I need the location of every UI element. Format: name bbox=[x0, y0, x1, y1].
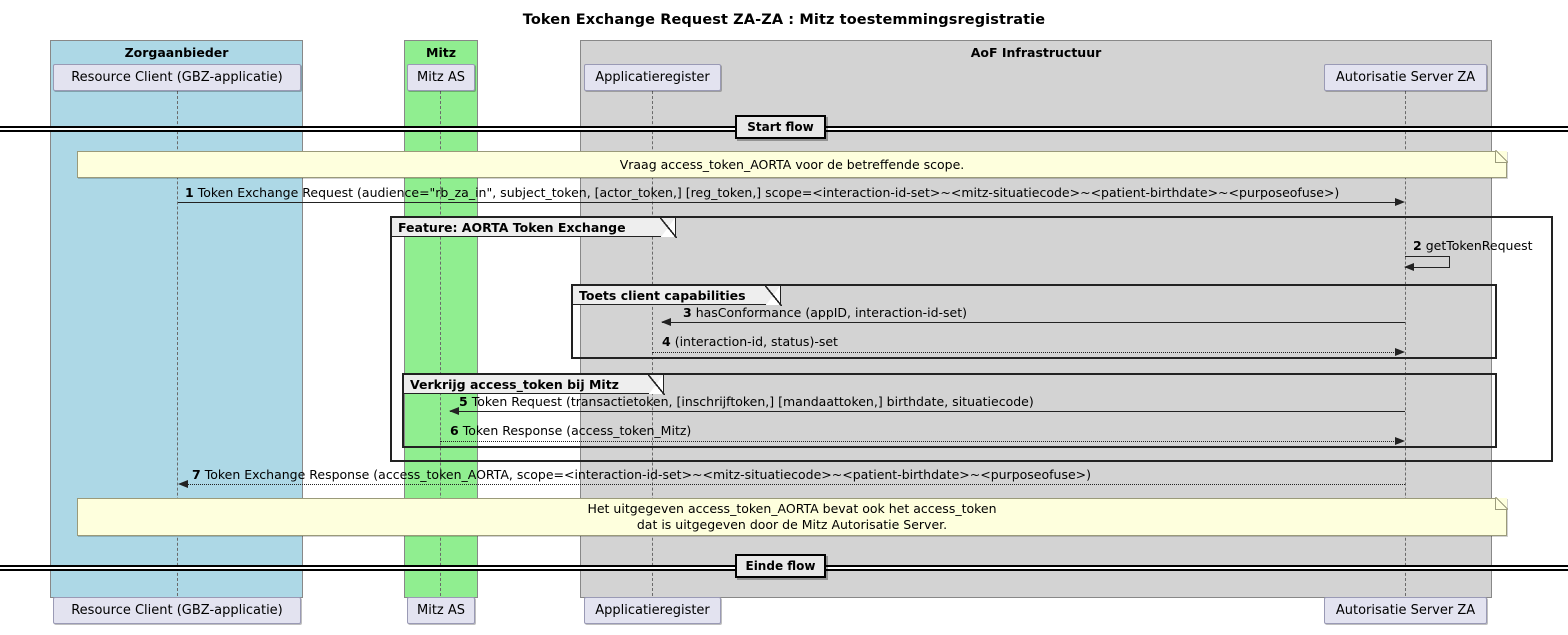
message-5-arrowhead-icon bbox=[449, 406, 459, 415]
message-6-text: Token Response (access_token_Mitz) bbox=[462, 423, 692, 438]
note-uitgegeven-access-token: Het uitgegeven access_token_AORTA bevat … bbox=[77, 498, 1507, 536]
message-4-label: 4 (interaction-id, status)-set bbox=[662, 334, 838, 349]
fragment-verkrijg-access-token bbox=[402, 373, 1497, 448]
lifeline-applicatieregister bbox=[652, 91, 653, 596]
participant-box-resource-client-top[interactable]: Resource Client (GBZ-applicatie) bbox=[53, 64, 301, 91]
message-2-text: getTokenRequest bbox=[1425, 238, 1533, 253]
message-4-arrow bbox=[652, 352, 1396, 353]
fragment-verkrijg-access-token-tab: Verkrijg access_token bij Mitz bbox=[404, 374, 665, 395]
fragment-aorta-token-exchange bbox=[390, 216, 1553, 462]
divider-start-flow: Start flow bbox=[735, 115, 826, 139]
message-2-self-loop bbox=[1405, 256, 1450, 268]
note-vraag-access-token: Vraag access_token_AORTA voor de betreff… bbox=[77, 151, 1507, 178]
participant-label-resource-client: Resource Client (GBZ-applicatie) bbox=[71, 70, 283, 85]
message-1-arrowhead-icon bbox=[1395, 197, 1405, 206]
group-label-zorgaanbieder: Zorgaanbieder bbox=[124, 45, 229, 60]
note-fold-icon-2 bbox=[1495, 497, 1508, 510]
participant-box-autorisatie-server-za-top[interactable]: Autorisatie Server ZA bbox=[1324, 64, 1487, 91]
note-uitgegeven-access-token-text: Het uitgegeven access_token_AORTA bevat … bbox=[587, 501, 997, 532]
group-label-aof: AoF Infrastructuur bbox=[970, 45, 1102, 60]
message-5-text: Token Request (transactietoken, [inschri… bbox=[471, 394, 1034, 409]
fragment-toets-client-capabilities bbox=[571, 284, 1497, 359]
message-3-label: 3 hasConformance (appID, interaction-id-… bbox=[683, 305, 967, 320]
message-2-label: 2 getTokenRequest bbox=[1413, 238, 1533, 253]
message-7-arrow bbox=[187, 484, 1405, 485]
fragment-tab-corner-icon-2 bbox=[765, 285, 782, 306]
fragment-toets-client-capabilities-label: Toets client capabilities bbox=[579, 287, 746, 303]
divider-einde-flow: Einde flow bbox=[735, 554, 826, 578]
lifeline-mitz-as bbox=[440, 91, 441, 596]
message-5-number: 5 bbox=[459, 394, 468, 409]
divider-label-start-flow: Start flow bbox=[747, 120, 814, 134]
lifeline-resource-client bbox=[177, 91, 178, 596]
participant-label-autorisatie-server-za-bottom: Autorisatie Server ZA bbox=[1335, 603, 1476, 618]
message-1-label: 1 Token Exchange Request (audience="rb_z… bbox=[185, 185, 1339, 200]
message-4-arrowhead-icon bbox=[1395, 347, 1405, 356]
fragment-aorta-token-exchange-tab: Feature: AORTA Token Exchange bbox=[392, 217, 677, 238]
participant-label-applicatieregister: Applicatieregister bbox=[595, 70, 710, 85]
message-4-text: (interaction-id, status)-set bbox=[674, 334, 838, 349]
message-2-number: 2 bbox=[1413, 238, 1422, 253]
note-vraag-access-token-text: Vraag access_token_AORTA voor de betreff… bbox=[619, 156, 965, 172]
fragment-tab-corner-icon-3 bbox=[648, 374, 665, 395]
message-6-arrow bbox=[440, 441, 1396, 442]
divider-label-einde-flow: Einde flow bbox=[745, 559, 816, 573]
message-7-number: 7 bbox=[192, 467, 201, 482]
message-1-text: Token Exchange Request (audience="rb_za_… bbox=[197, 185, 1340, 200]
participant-box-mitz-as-top[interactable]: Mitz AS bbox=[407, 64, 475, 91]
message-6-arrowhead-icon bbox=[1395, 436, 1405, 445]
message-3-text: hasConformance (appID, interaction-id-se… bbox=[695, 305, 968, 320]
message-7-text: Token Exchange Response (access_token_AO… bbox=[204, 467, 1092, 482]
message-7-label: 7 Token Exchange Response (access_token_… bbox=[192, 467, 1091, 482]
participant-box-applicatieregister-top[interactable]: Applicatieregister bbox=[584, 64, 721, 91]
participant-box-autorisatie-server-za-bottom[interactable]: Autorisatie Server ZA bbox=[1324, 597, 1487, 624]
message-3-number: 3 bbox=[683, 305, 692, 320]
participant-label-autorisatie-server-za: Autorisatie Server ZA bbox=[1335, 70, 1476, 85]
message-3-arrow bbox=[662, 322, 1405, 323]
fragment-aorta-token-exchange-label: Feature: AORTA Token Exchange bbox=[398, 219, 626, 235]
lifeline-autorisatie-server-za bbox=[1405, 91, 1406, 596]
message-5-label: 5 Token Request (transactietoken, [insch… bbox=[459, 394, 1034, 409]
participant-box-resource-client-bottom[interactable]: Resource Client (GBZ-applicatie) bbox=[53, 597, 301, 624]
message-5-arrow bbox=[450, 411, 1405, 412]
message-1-number: 1 bbox=[185, 185, 194, 200]
message-6-label: 6 Token Response (access_token_Mitz) bbox=[450, 423, 691, 438]
message-4-number: 4 bbox=[662, 334, 671, 349]
participant-label-mitz-as: Mitz AS bbox=[416, 70, 466, 85]
message-6-number: 6 bbox=[450, 423, 459, 438]
message-7-arrowhead-icon bbox=[178, 479, 188, 488]
fragment-tab-corner-icon-1 bbox=[660, 217, 677, 238]
message-3-arrowhead-icon bbox=[661, 317, 671, 326]
participant-box-applicatieregister-bottom[interactable]: Applicatieregister bbox=[584, 597, 721, 624]
participant-box-mitz-as-bottom[interactable]: Mitz AS bbox=[407, 597, 475, 624]
participant-label-resource-client-bottom: Resource Client (GBZ-applicatie) bbox=[71, 603, 283, 618]
message-2-arrowhead-icon bbox=[1404, 263, 1414, 271]
diagram-title: Token Exchange Request ZA-ZA : Mitz toes… bbox=[522, 12, 1046, 28]
note-fold-icon-1 bbox=[1495, 150, 1508, 163]
participant-label-mitz-as-bottom: Mitz AS bbox=[416, 603, 466, 618]
group-label-mitz: Mitz bbox=[426, 45, 456, 60]
participant-label-applicatieregister-bottom: Applicatieregister bbox=[595, 603, 710, 618]
fragment-verkrijg-access-token-label: Verkrijg access_token bij Mitz bbox=[410, 376, 619, 392]
message-1-arrow bbox=[178, 202, 1396, 203]
fragment-toets-client-capabilities-tab: Toets client capabilities bbox=[573, 285, 782, 306]
